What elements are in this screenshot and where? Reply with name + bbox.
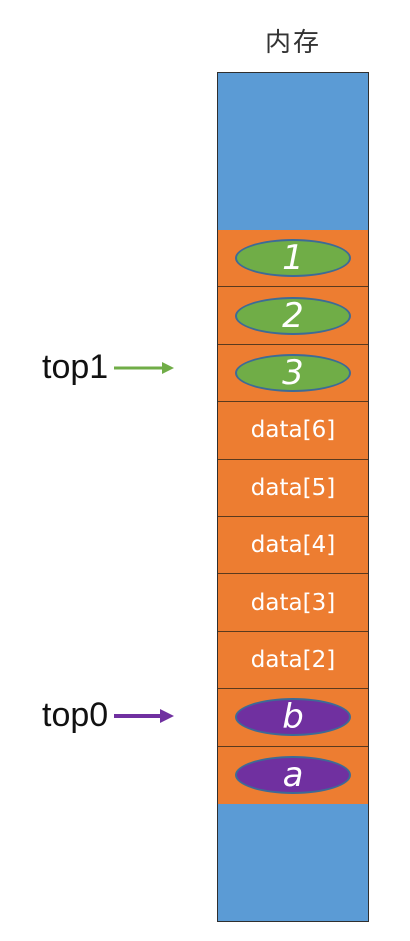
memory-cell: data[9] 1 [218, 230, 368, 288]
top1-label: top1 [42, 348, 109, 386]
stack0-item: b [235, 697, 351, 738]
cell-label: data[3] [250, 589, 336, 616]
memory-cell: data[5] [218, 459, 368, 517]
free-memory-bottom [218, 804, 368, 921]
stack1-item: 2 [235, 295, 351, 336]
memory-cell: data[6] [218, 402, 368, 460]
item-label: b [282, 697, 304, 738]
memory-cell: data[4] [218, 516, 368, 575]
stack0-item: a [235, 755, 351, 796]
free-memory-top [218, 73, 368, 230]
top0-label: top0 [42, 696, 109, 734]
cell-label: data[5] [250, 474, 336, 501]
cell-label: data[2] [250, 646, 336, 673]
memory-cell: data[2] [218, 631, 368, 690]
stack1-item: 3 [235, 352, 351, 393]
memory-cell: data[3] [218, 574, 368, 632]
arrow-right-icon [114, 361, 175, 374]
memory-cells: data[9] 1 data[8] 2 data[7] 3 data[6] da… [218, 230, 368, 804]
cell-label: data[6] [250, 417, 336, 444]
item-label: 1 [282, 238, 304, 279]
memory-title: 内存 [264, 28, 321, 58]
memory-cell: data[0] a [218, 746, 368, 804]
memory-cell: data[7] 3 [218, 344, 368, 403]
cell-label: data[4] [250, 532, 336, 559]
top1-pointer: top1 [42, 348, 178, 387]
arrow-right-icon [114, 708, 175, 723]
item-label: 2 [282, 295, 304, 336]
stack1-item: 1 [235, 238, 351, 279]
memory-cell: data[1] b [218, 689, 368, 747]
memory-column: data[9] 1 data[8] 2 data[7] 3 data[6] da… [217, 72, 369, 922]
top0-pointer: top0 [42, 696, 178, 735]
memory-cell: data[8] 2 [218, 287, 368, 345]
item-label: a [282, 755, 304, 796]
item-label: 3 [282, 352, 304, 393]
